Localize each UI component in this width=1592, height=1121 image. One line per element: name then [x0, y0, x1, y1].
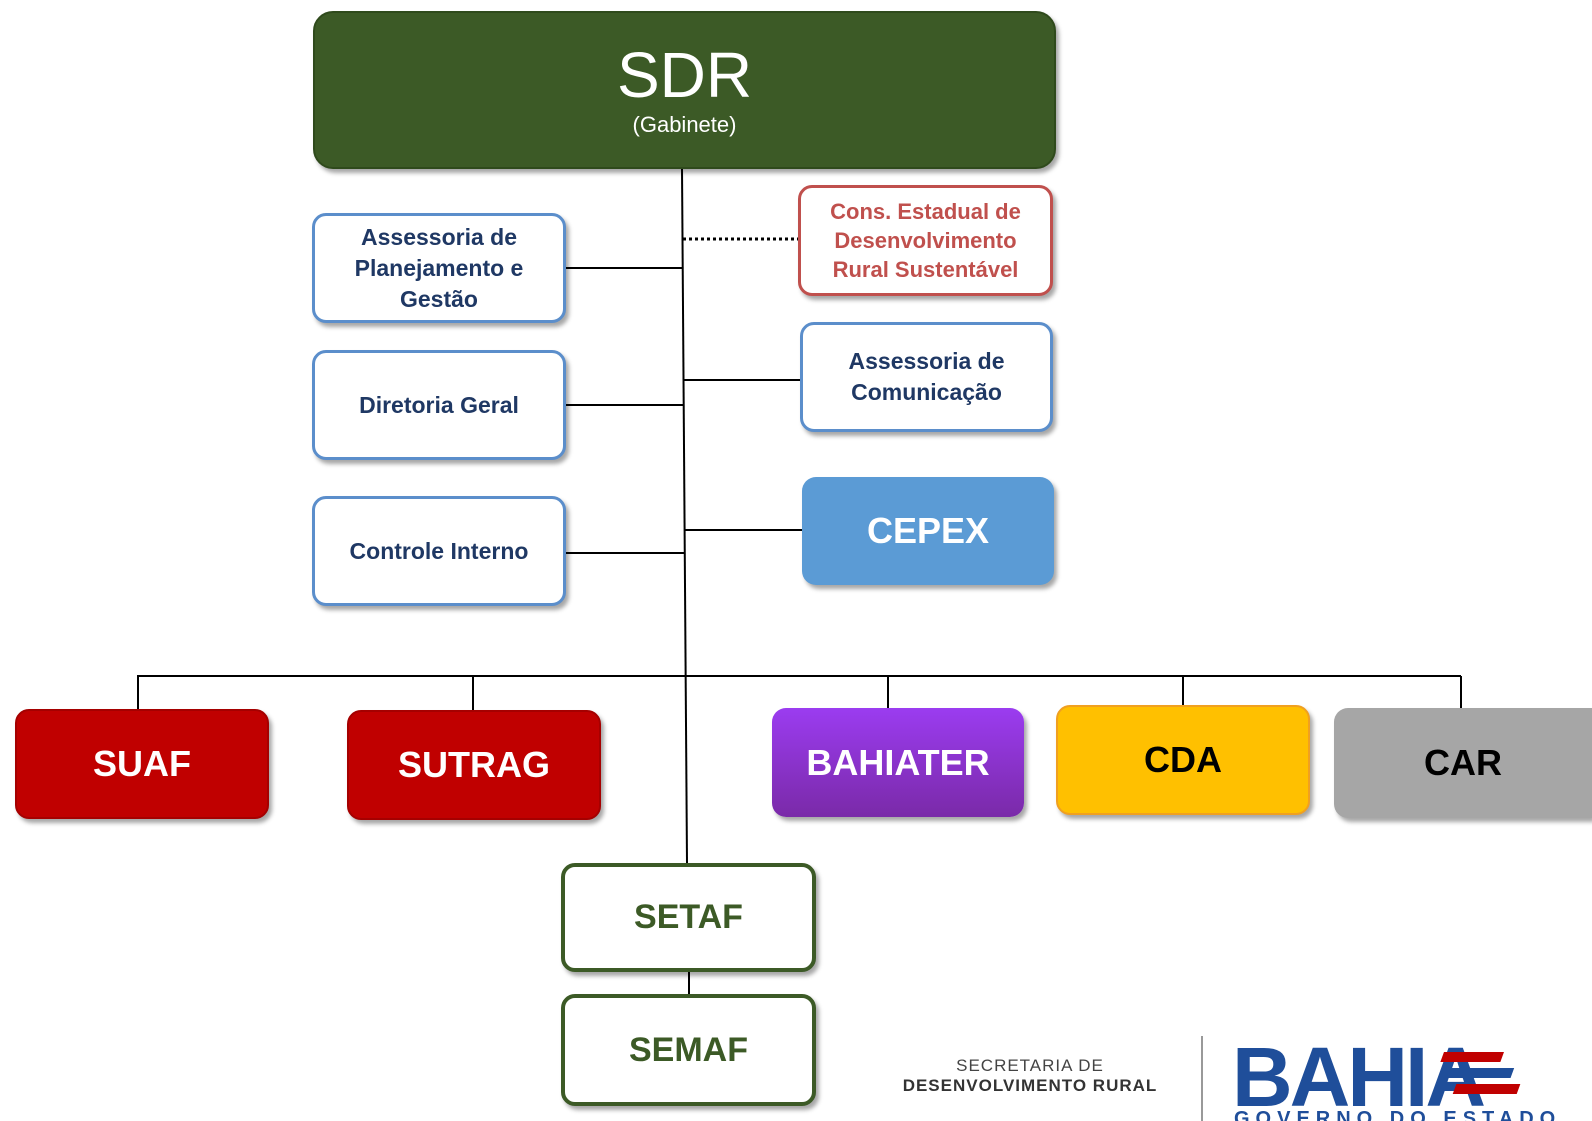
footer-divider: [1201, 1036, 1203, 1121]
conselho-estadual-box: Cons. Estadual de Desenvolvimento Rural …: [798, 185, 1053, 296]
assessoria-planejamento-box: Assessoria de Planejamento e Gestão: [312, 213, 566, 323]
cda-box: CDA: [1056, 705, 1310, 815]
suaf-label: SUAF: [93, 743, 191, 784]
bahia-logo: BAHIA GOVERNO DO ESTADO: [1232, 1030, 1560, 1121]
svg-text:BAHIA: BAHIA: [1232, 1030, 1484, 1121]
controle-label: Controle Interno: [349, 537, 529, 564]
secretaria-line2: DESENVOLVIMENTO RURAL: [902, 1076, 1158, 1095]
conselho-line1: Cons. Estadual de: [830, 199, 1021, 224]
controle-interno-box: Controle Interno: [312, 496, 566, 606]
cepex-box: CEPEX: [802, 477, 1054, 585]
cda-label: CDA: [1144, 739, 1222, 780]
secretaria-line1: SECRETARIA DE: [956, 1056, 1104, 1075]
setaf-label: SETAF: [634, 898, 743, 936]
sutrag-box: SUTRAG: [347, 710, 601, 820]
planejamento-line1: Assessoria de: [361, 223, 517, 250]
comunicacao-line1: Assessoria de: [848, 348, 1005, 374]
car-label: CAR: [1424, 742, 1502, 783]
car-box: CAR: [1334, 708, 1592, 818]
bahiater-label: BAHIATER: [806, 741, 990, 783]
semaf-label: SEMAF: [629, 1030, 748, 1069]
setaf-box: SETAF: [561, 863, 816, 972]
sutrag-label: SUTRAG: [398, 744, 550, 785]
diretoria-geral-box: Diretoria Geral: [312, 350, 566, 460]
sdr-subtitle: (Gabinete): [632, 112, 737, 137]
secretaria-footer: SECRETARIA DE DESENVOLVIMENTO RURAL: [880, 1056, 1180, 1096]
cepex-label: CEPEX: [866, 510, 990, 551]
semaf-box: SEMAF: [561, 994, 816, 1106]
comunicacao-line2: Comunicação: [851, 379, 1002, 405]
planejamento-line2: Planejamento e: [354, 254, 524, 281]
flag-stripes-icon: [1440, 1052, 1521, 1094]
diretoria-label: Diretoria Geral: [359, 391, 519, 418]
sdr-gabinete-box: SDR (Gabinete): [313, 11, 1056, 169]
sdr-title: SDR: [616, 39, 753, 111]
bahiater-box: BAHIATER: [772, 708, 1024, 817]
conselho-line2: Desenvolvimento: [834, 228, 1017, 253]
planejamento-line3: Gestão: [400, 285, 478, 312]
conselho-line3: Rural Sustentável: [832, 257, 1019, 282]
logo-subtext: GOVERNO DO ESTADO: [1234, 1108, 1560, 1121]
suaf-box: SUAF: [15, 709, 269, 819]
assessoria-comunicacao-box: Assessoria de Comunicação: [800, 322, 1053, 432]
